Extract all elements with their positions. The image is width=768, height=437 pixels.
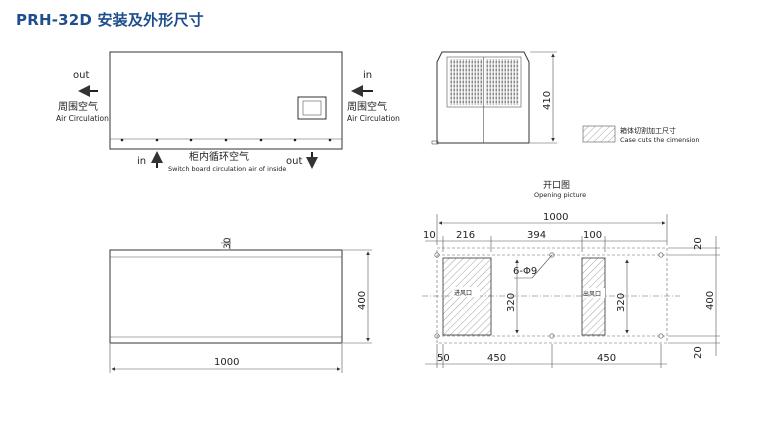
bottom-view: 30 400 1000 [109,237,372,373]
opening-dim-400: 400 [705,291,716,310]
page-title: PRH-32D 安装及外形尺寸 [16,11,204,29]
opening-dim-100: 100 [583,230,602,241]
side-view-foot [431,140,439,145]
side-view-grill-right [485,59,519,105]
front-right-en: Air Circulation [347,114,400,123]
front-left-cn: 周围空气 [58,100,98,113]
opening-holes-label: 6-Φ9 [513,266,537,277]
front-bottom-en: Switch board circulation air of inside [168,165,286,173]
opening-dim-10: 10 [423,230,436,241]
bottom-dim-30: 30 [223,237,233,249]
bottom-view-body [109,249,343,344]
opening-panel-outline [436,247,668,344]
side-view: 410 [431,51,557,145]
front-bottom-in: in [137,156,146,167]
front-in-label: in [363,70,372,81]
front-view-display-screen [302,100,322,116]
opening-dim-216: 216 [456,230,475,241]
side-view-grill-frame [446,56,522,108]
front-bottom-cn: 柜内循环空气 [189,150,249,163]
side-view-grill-left [449,59,483,105]
opening-right-cut-label: 出风口 [583,290,601,298]
opening-dim-450-b: 450 [597,353,616,364]
opening-dim-450-a: 450 [487,353,506,364]
legend-hatch-swatch [582,125,616,143]
bottom-dim-1000: 1000 [214,357,239,368]
front-view-display-panel [297,96,327,120]
front-bottom-out: out [286,156,302,167]
legend-en: Case cuts the cimension [620,136,700,144]
front-view-body [109,51,343,150]
mounting-holes [434,252,664,339]
front-view: out 周围空气 Air Circulation in 周围空气 Air Cir… [56,51,400,173]
bottom-dim-400: 400 [357,291,368,310]
opening-dim-320-left: 320 [506,293,517,312]
opening-dim-50: 50 [437,353,450,364]
legend: 箱体切割加工尺寸 Case cuts the cimension [582,125,700,144]
front-left-en: Air Circulation [56,114,109,123]
opening-title-en: Opening picture [534,191,586,199]
opening-dim-394: 394 [527,230,546,241]
opening-title-cn: 开口图 [543,180,570,191]
opening-dim-20-bottom: 20 [693,346,704,359]
opening-view: 开口图 Opening picture 1000 10 216 394 100 [422,180,720,368]
front-view-dots [120,138,332,142]
opening-dim-320-right: 320 [616,293,627,312]
front-right-cn: 周围空气 [347,100,387,113]
opening-dim-1000: 1000 [543,212,568,223]
legend-cn: 箱体切割加工尺寸 [620,126,676,135]
opening-dim-20-top: 20 [693,237,704,250]
opening-left-cut-label: 进风口 [454,289,472,297]
front-out-label: out [73,70,89,81]
side-view-body [436,51,530,144]
side-height-dim: 410 [542,91,553,110]
